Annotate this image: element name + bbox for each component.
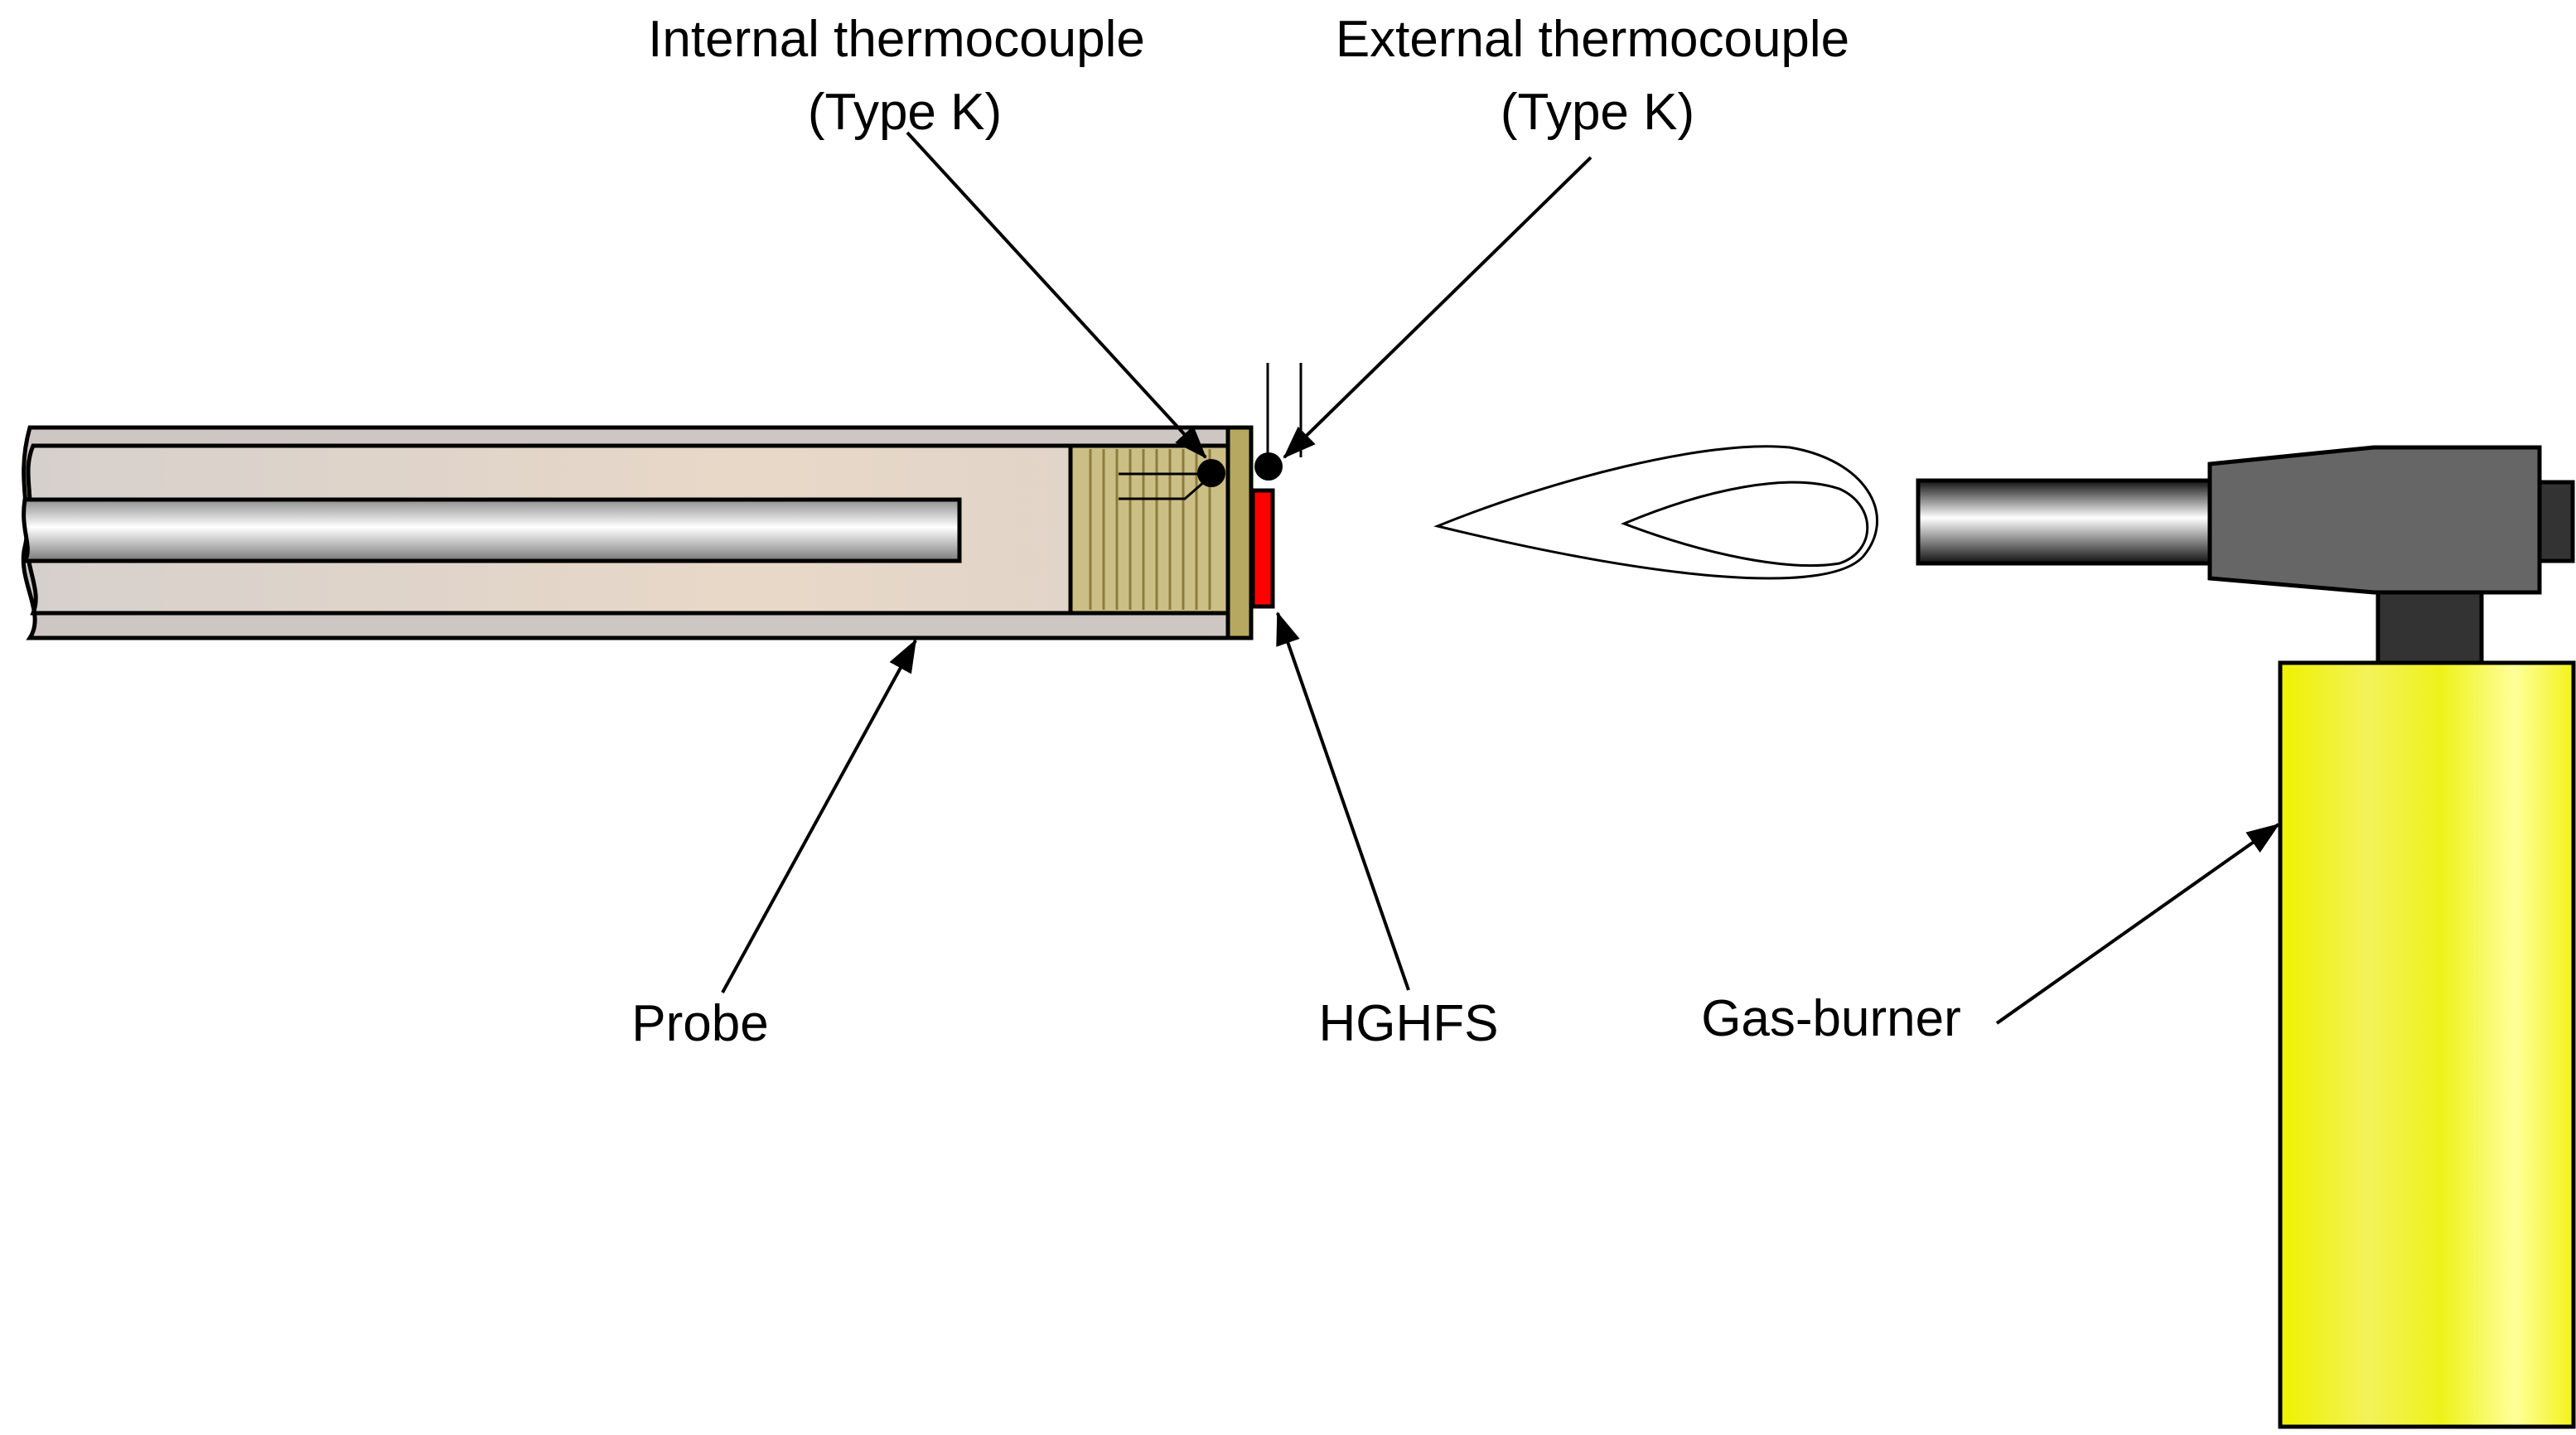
- hghfs-sensor: [1250, 488, 1275, 609]
- gas-burner: [1916, 445, 2576, 1429]
- external-tc-label-line1: External thermocouple: [1336, 11, 1849, 68]
- gas-burner-label: Gas-burner: [1701, 990, 1961, 1047]
- hghfs-label: HGHFS: [1319, 995, 1499, 1052]
- probe-end-plate: [1225, 425, 1254, 640]
- internal-tc-leader: [906, 131, 1207, 459]
- internal-thermocouple-junction: [1197, 459, 1225, 487]
- gas-burner-leader: [1995, 823, 2280, 1025]
- probe: [21, 425, 1254, 640]
- probe-label: Probe: [631, 995, 768, 1052]
- flame-inner-cone: [1620, 481, 1869, 568]
- probe-central-rod: [21, 497, 962, 563]
- burner-valve-stem: [2375, 590, 2484, 665]
- internal-tc-label-line2: (Type K): [808, 84, 1002, 141]
- external-thermocouple-junction: [1254, 452, 1283, 481]
- cap-threads: [1089, 449, 1211, 610]
- external-thermocouple: [1254, 363, 1302, 481]
- flame: [1433, 445, 1878, 580]
- external-tc-leader: [1283, 156, 1592, 459]
- hghfs-leader: [1276, 611, 1410, 991]
- external-tc-label-line2: (Type K): [1501, 84, 1694, 141]
- internal-tc-label-line1: Internal thermocouple: [648, 11, 1145, 68]
- flame-outer-cone: [1433, 445, 1878, 580]
- burner-head: [2207, 445, 2542, 595]
- burner-nozzle-tube: [1916, 478, 2212, 566]
- gas-canister: [2278, 660, 2576, 1429]
- burner-back-knob: [2537, 480, 2575, 563]
- probe-leader: [721, 639, 917, 993]
